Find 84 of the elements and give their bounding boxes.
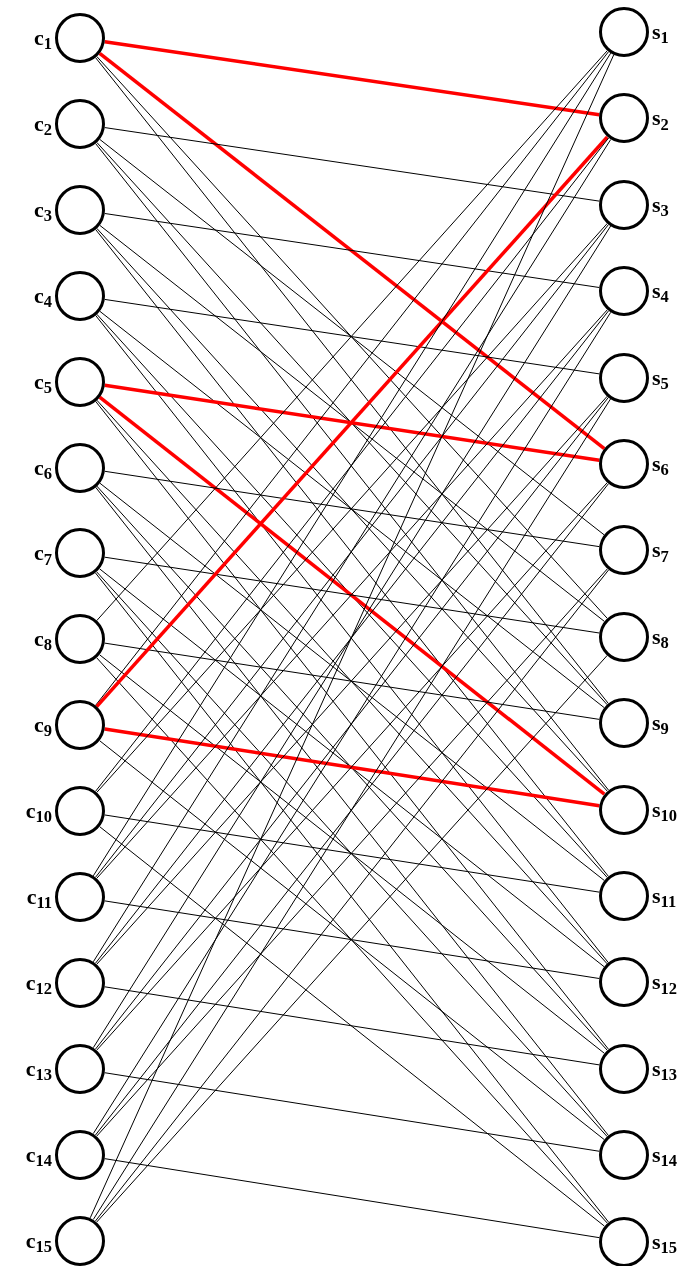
- labeled-node: [599, 871, 677, 921]
- connector-line: [99, 568, 605, 968]
- connector-line: [104, 298, 600, 375]
- connector-line: [99, 654, 605, 1054]
- node-label: c$_{1}$: [34, 27, 52, 49]
- connector-line: [104, 986, 600, 1066]
- labeled-node: [34, 614, 105, 665]
- labeled-node: [34, 98, 105, 149]
- connector-line: [104, 900, 600, 979]
- node-label: c$_{3}$: [34, 198, 52, 221]
- node-label: c$_{4}$: [34, 284, 52, 307]
- connector-line: [104, 814, 600, 893]
- connector-line: [104, 39, 600, 117]
- labeled-node: [25, 786, 105, 837]
- labeled-node: [26, 872, 105, 922]
- labeled-node: [25, 1129, 105, 1180]
- node-label: s$_{9}$: [652, 712, 669, 735]
- node-label: c$_{11}$: [26, 886, 52, 908]
- connector-line: [104, 556, 600, 634]
- labeled-node: [599, 93, 669, 144]
- labeled-node: [599, 1043, 678, 1094]
- connector-line: [104, 1158, 600, 1239]
- connector-line: [99, 740, 605, 1141]
- connector-line: [99, 224, 605, 622]
- node-label: c$_{2}$: [34, 112, 52, 135]
- labeled-node: [599, 525, 669, 576]
- labeled-node: [34, 13, 105, 63]
- connector-line: [99, 826, 605, 1227]
- labeled-node: [34, 700, 105, 751]
- node-label: s$_{15}$: [652, 1230, 678, 1253]
- connector-line: [104, 1072, 600, 1152]
- labeled-node: [599, 1216, 678, 1266]
- node-label: c$_{12}$: [25, 971, 52, 994]
- connector-line: [99, 138, 605, 536]
- node-label: c$_{9}$: [34, 714, 52, 737]
- node-label: c$_{14}$: [25, 1143, 52, 1166]
- node-label: s$_{3}$: [652, 193, 669, 216]
- labeled-node: [599, 1130, 678, 1181]
- connector-line: [104, 213, 600, 288]
- labeled-node: [599, 179, 669, 230]
- connector-line: [104, 642, 600, 720]
- node-label: s$_{14}$: [652, 1144, 678, 1167]
- labeled-node: [34, 356, 105, 407]
- labeled-node: [599, 784, 678, 835]
- node-label: s$_{12}$: [652, 971, 678, 994]
- connector-line: [98, 52, 606, 450]
- node-label: s$_{7}$: [652, 539, 669, 562]
- labeled-node: [25, 957, 105, 1008]
- connector-line: [98, 395, 606, 796]
- labeled-node: [599, 7, 669, 57]
- node-label: s$_{1}$: [652, 21, 669, 43]
- labeled-node: [34, 184, 105, 235]
- labeled-node: [25, 1043, 105, 1094]
- labeled-node: [34, 270, 105, 321]
- node-label: s$_{10}$: [652, 798, 678, 821]
- node-label: s$_{5}$: [652, 366, 669, 389]
- connector-line: [104, 470, 600, 548]
- node-label: c$_{15}$: [25, 1229, 52, 1252]
- connector-line: [104, 727, 600, 808]
- node-label: s$_{8}$: [652, 625, 669, 648]
- node-label: c$_{6}$: [34, 456, 52, 479]
- connector-line: [99, 482, 605, 882]
- node-label: s$_{2}$: [652, 107, 669, 130]
- node-label: s$_{11}$: [652, 885, 677, 907]
- node-label: c$_{5}$: [34, 370, 52, 393]
- node-label: c$_{8}$: [34, 628, 52, 651]
- labeled-node: [599, 352, 669, 403]
- node-label: s$_{6}$: [652, 453, 669, 475]
- node-label: s$_{4}$: [652, 280, 669, 303]
- labeled-node: [34, 528, 105, 579]
- node-label: c$_{10}$: [25, 800, 52, 823]
- connector-line: [104, 383, 600, 462]
- labeled-node: [25, 1215, 105, 1266]
- labeled-node: [599, 266, 669, 317]
- node-label: s$_{13}$: [652, 1057, 678, 1080]
- labeled-node: [599, 611, 669, 662]
- labeled-node: [599, 439, 669, 489]
- labeled-node: [599, 957, 678, 1008]
- labeled-node: [599, 698, 669, 749]
- connector-line: [99, 310, 605, 709]
- node-label: c$_{7}$: [34, 542, 52, 565]
- node-label: c$_{13}$: [25, 1057, 52, 1080]
- connector-line: [104, 127, 600, 202]
- labeled-node: [34, 442, 105, 493]
